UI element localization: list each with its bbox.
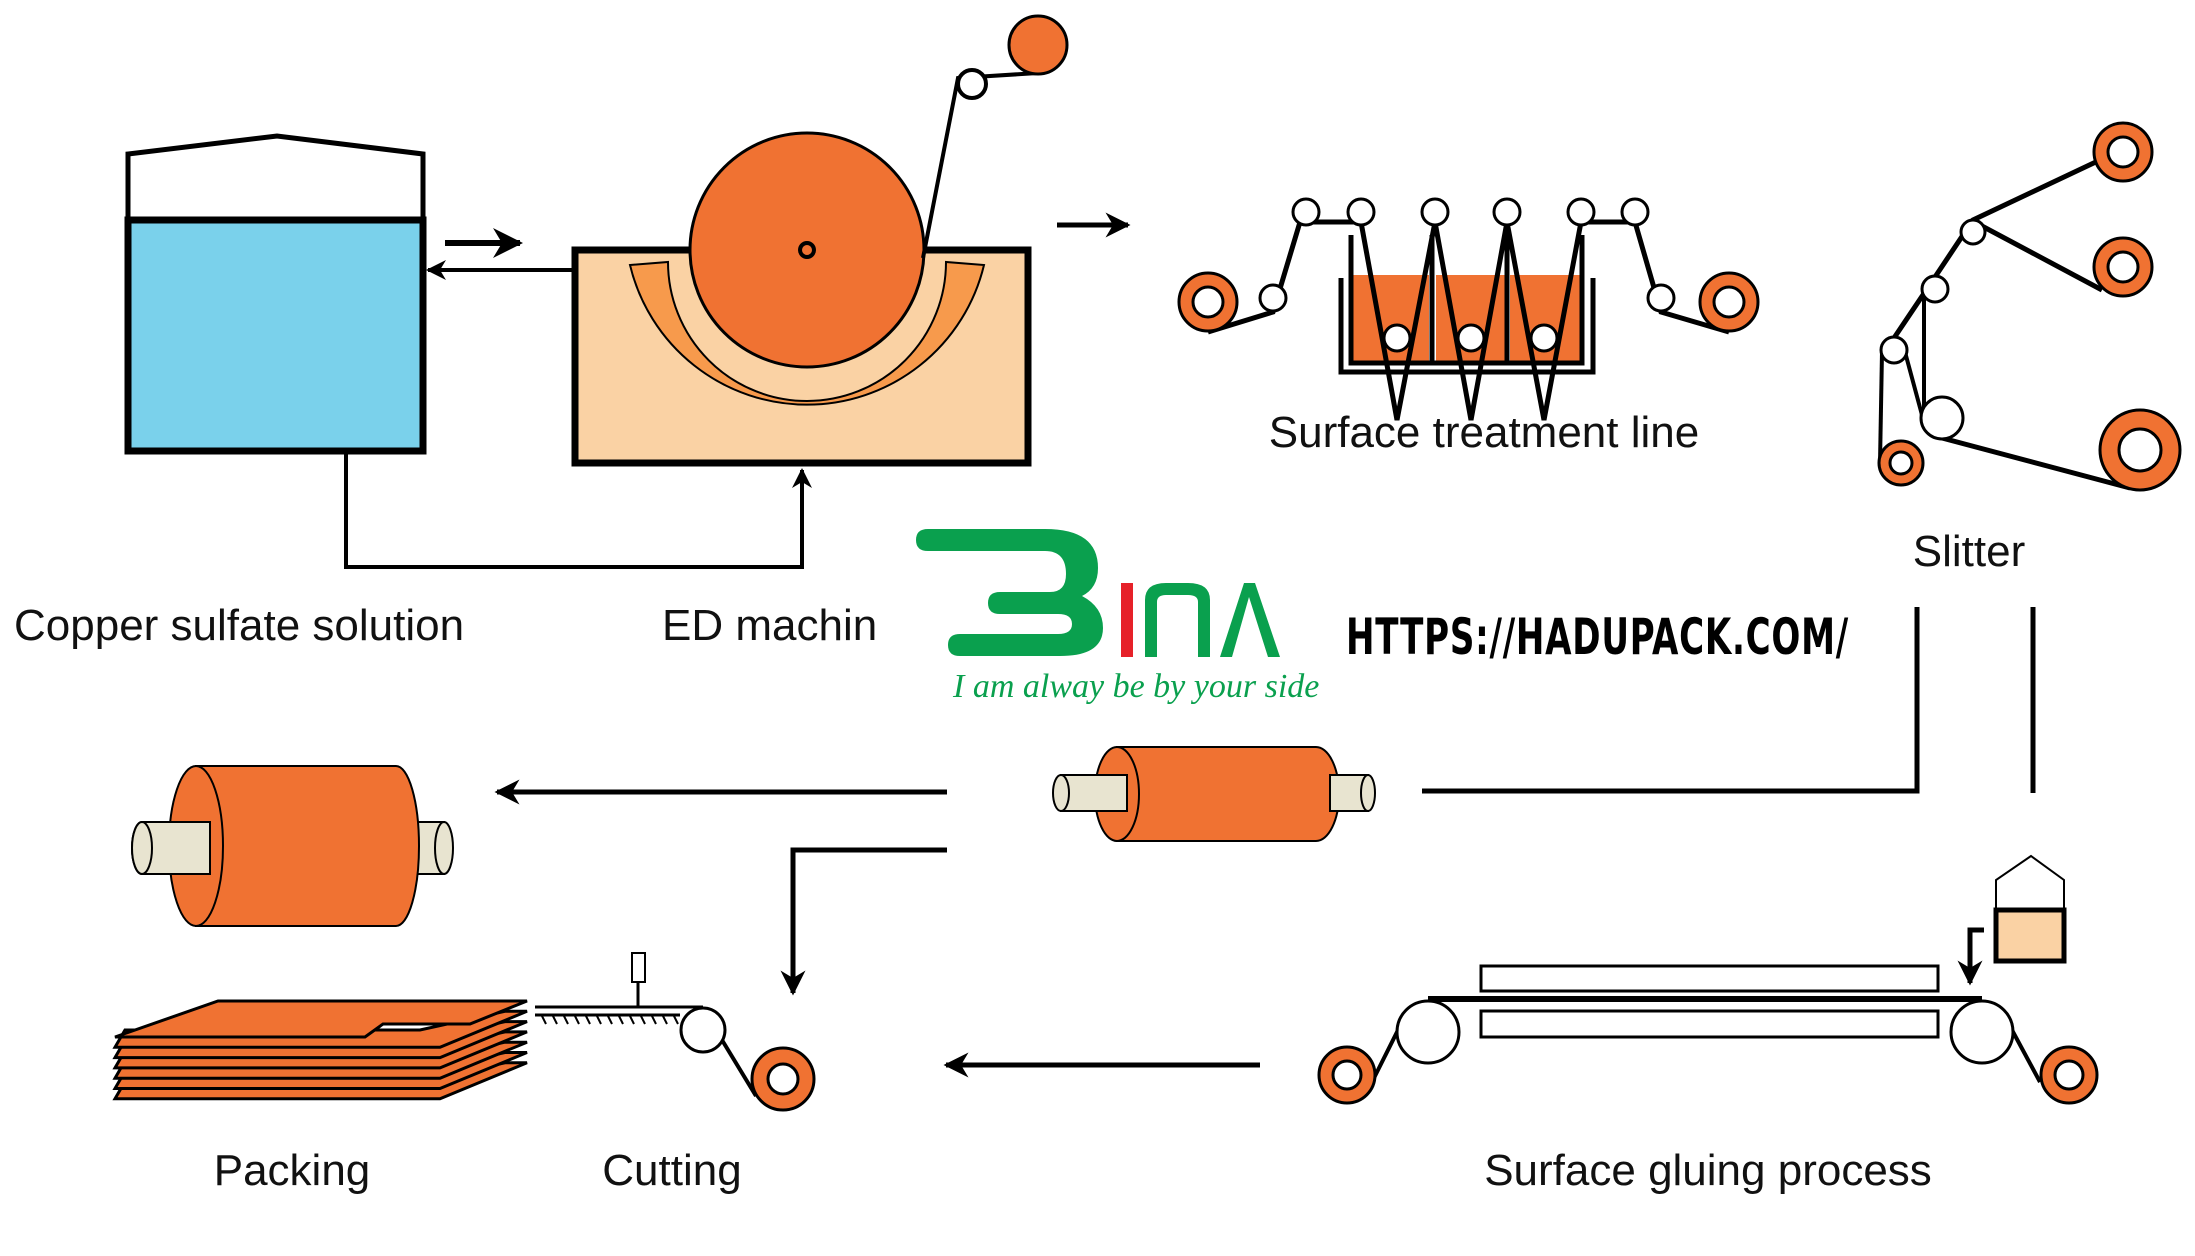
slitter-roller xyxy=(1920,274,1950,304)
pipe-tank-bottom-to-ed xyxy=(344,451,812,569)
label-copper-sulfate-solution: Copper sulfate solution xyxy=(14,601,464,650)
logo-letter-lambda xyxy=(1220,583,1280,657)
treatment-roller xyxy=(1566,197,1596,227)
slit-roll-middle xyxy=(1052,746,1376,842)
gluing-lower-plate xyxy=(1479,1009,1940,1039)
bina-logo: I am alway be by your side xyxy=(916,529,1319,705)
slitter xyxy=(1877,121,2182,492)
treatment-rewind-core xyxy=(1712,285,1746,319)
cutter-tooth xyxy=(629,1015,635,1025)
ed-machine xyxy=(571,14,1069,467)
roll-shaft-end xyxy=(1360,774,1376,812)
ed-foil-path xyxy=(921,71,1039,259)
treatment-outer-tank xyxy=(1338,278,1596,375)
label-cutting: Cutting xyxy=(602,1146,741,1195)
treatment-roller xyxy=(1646,283,1676,313)
roll-shaft-end xyxy=(434,821,454,875)
packing-stack xyxy=(112,999,528,1101)
cutter-roller xyxy=(679,1006,727,1054)
gluing-rewind-core xyxy=(2053,1059,2085,1091)
slitter-web-upper xyxy=(1891,157,2102,340)
treatment-roller xyxy=(1346,197,1376,227)
cutter-teeth xyxy=(541,1015,679,1025)
slitter-roller xyxy=(1879,335,1909,365)
logo-letter-3 xyxy=(916,529,1103,656)
tank-solution xyxy=(124,216,427,455)
glue-tank-roof xyxy=(1995,854,2065,910)
slitter-top-roll-core xyxy=(2106,135,2140,169)
ed-drum-axle xyxy=(798,241,816,259)
cutter-foil-path xyxy=(720,1038,758,1098)
treatment-roller xyxy=(1492,197,1522,227)
treatment-bath-roller xyxy=(1456,323,1486,353)
cutter-blade-holder xyxy=(631,952,646,983)
roll-shaft-end xyxy=(131,821,153,875)
cutter-tooth xyxy=(651,1015,657,1025)
copper-sulfate-tank xyxy=(124,133,427,455)
gluing-upper-plate xyxy=(1479,964,1940,993)
roll-shaft-end xyxy=(1052,774,1070,812)
treatment-roller xyxy=(1420,197,1450,227)
label-ed-machine: ED machin xyxy=(662,601,877,650)
treatment-bath-roller xyxy=(1382,323,1412,353)
slitter-web-cross xyxy=(1903,351,1924,416)
cutter-tooth xyxy=(541,1015,547,1025)
roll-body xyxy=(1116,746,1340,842)
roll-body xyxy=(195,765,420,927)
slitter-unwind-core xyxy=(1888,450,1914,476)
ed-anode-arc xyxy=(628,260,986,406)
slitter-web-left xyxy=(1878,351,1884,464)
label-slitter: Slitter xyxy=(1913,527,2025,576)
gluing-foil-out xyxy=(2010,1029,2042,1083)
cutter-tooth xyxy=(585,1015,591,1025)
cutter-tooth xyxy=(607,1015,613,1025)
cutter-tooth xyxy=(574,1015,580,1025)
glue-feed-arrow xyxy=(1957,927,1984,986)
treatment-roller xyxy=(1258,283,1288,313)
cutter-tooth xyxy=(596,1015,602,1025)
cutter-tooth xyxy=(662,1015,668,1025)
cutter-tooth xyxy=(563,1015,569,1025)
ed-takeup-roll xyxy=(1007,14,1069,76)
cutter-tooth xyxy=(552,1015,558,1025)
treatment-bath-roller xyxy=(1529,323,1559,353)
slitter-web-lower xyxy=(1941,435,2131,491)
gluing-roller-right xyxy=(1949,999,2015,1065)
gluing-unwind-core xyxy=(1331,1059,1363,1091)
tank-roof xyxy=(125,133,426,220)
cutter-tooth xyxy=(673,1015,679,1025)
slitter-mid-roll-core xyxy=(2106,250,2140,284)
treatment-roller xyxy=(1620,197,1650,227)
surface-gluing-machine xyxy=(1317,854,2099,1105)
treatment-inner-tank xyxy=(1348,235,1585,366)
label-surface-treatment-line: Surface treatment line xyxy=(1269,408,1699,457)
logo-tagline: I am alway be by your side xyxy=(952,668,1319,705)
roll-shaft-left xyxy=(1060,774,1128,812)
logo-letter-n xyxy=(1145,583,1210,657)
slitter-web-mid xyxy=(1978,222,2104,293)
treatment-roller xyxy=(1291,197,1321,227)
ed-guide-roller xyxy=(956,68,988,100)
cutter-tooth xyxy=(618,1015,624,1025)
arrow-to-cutting xyxy=(780,847,947,996)
watermark-url: HTTPS://HADUPACK.COM/ xyxy=(1346,608,1849,666)
logo-letter-i xyxy=(1121,583,1133,657)
finished-roll-left xyxy=(131,765,454,927)
cutting-machine xyxy=(535,952,816,1112)
line-slitter-to-roll xyxy=(1422,607,1920,794)
treatment-unwind-core xyxy=(1191,285,1225,319)
packing-sheet xyxy=(114,999,528,1039)
surface-treatment-line xyxy=(1177,197,1760,421)
gluing-foil-in xyxy=(1372,1029,1400,1079)
glue-tank xyxy=(1993,907,2067,964)
slitter-big-roll-core xyxy=(2117,427,2163,473)
label-surface-gluing-process: Surface gluing process xyxy=(1484,1146,1932,1195)
cutter-tooth xyxy=(640,1015,646,1025)
cutter-feed-core xyxy=(766,1062,800,1096)
slitter-roller-large xyxy=(1919,395,1965,441)
gluing-roller-left xyxy=(1395,999,1461,1065)
slitter-roller xyxy=(1959,218,1987,246)
label-packing: Packing xyxy=(214,1146,371,1195)
